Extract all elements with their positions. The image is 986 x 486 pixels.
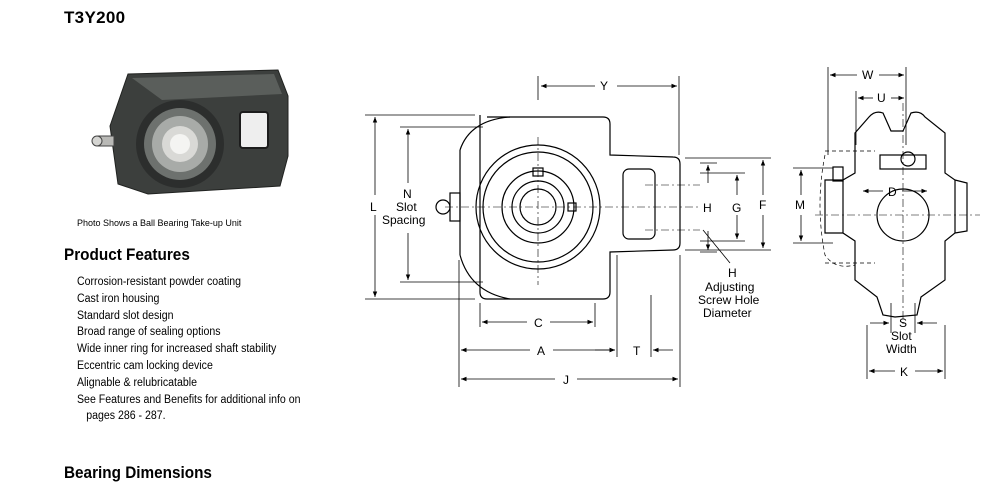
product-photo [88,66,298,206]
dim-label-u: U [877,91,886,105]
dim-label-s: S [899,316,907,330]
side-view [824,111,968,318]
features-list: Corrosion-resistant powder coating Cast … [77,274,301,425]
photo-caption: Photo Shows a Ball Bearing Take-up Unit [77,218,242,228]
side-view-centerlines [815,103,980,325]
dim-label-g: G [732,201,741,215]
dim-label-t: T [633,344,641,358]
dim-label-a: A [537,344,545,358]
dim-label-f: F [759,198,766,212]
dim-label-width: Width [886,342,917,356]
side-view-hidden [819,150,875,267]
dim-label-slot: Slot [891,329,912,343]
page-title: T3Y200 [64,8,126,27]
dim-label-adjusting: Adjusting [705,280,754,294]
dim-label-y: Y [600,79,608,93]
dim-label-l: L [370,200,377,214]
dimension-lines [365,76,771,387]
bearing-dimensions-heading: Bearing Dimensions [64,463,212,482]
dim-label-n: N [403,187,412,201]
dim-label-j: J [563,373,569,387]
dim-label-screw-hole: Screw Hole [698,293,760,307]
dim-label-w: W [862,68,874,82]
dim-label-h-callout: H [728,266,737,280]
feature-item: pages 286 - 287. [86,410,166,423]
dimension-drawing: Y L N Slot Spacing H G F C A T J H Adjus… [365,67,980,387]
dim-label-c: C [534,316,543,330]
dim-label-diameter: Diameter [703,306,752,320]
dim-label-d: D [888,185,897,199]
feature-item: Cast iron housing [77,292,160,305]
feature-item: See Features and Benefits for additional… [77,393,301,406]
front-view-centerlines [445,137,700,285]
dim-label-k: K [900,365,908,379]
feature-item: Alignable & relubricatable [77,376,197,389]
feature-item: Broad range of sealing options [77,326,221,339]
features-heading: Product Features [64,245,190,264]
dim-label-n-spacing: Spacing [382,213,425,227]
dim-label-n-slot: Slot [396,200,417,214]
feature-item: Standard slot design [77,309,174,322]
side-view-dimension-lines [793,67,946,379]
feature-item: Corrosion-resistant powder coating [77,276,242,288]
feature-item: Eccentric cam locking device [77,359,213,372]
dim-label-h: H [703,201,712,215]
dim-label-m: M [795,198,805,212]
feature-item: Wide inner ring for increased shaft stab… [77,343,277,356]
